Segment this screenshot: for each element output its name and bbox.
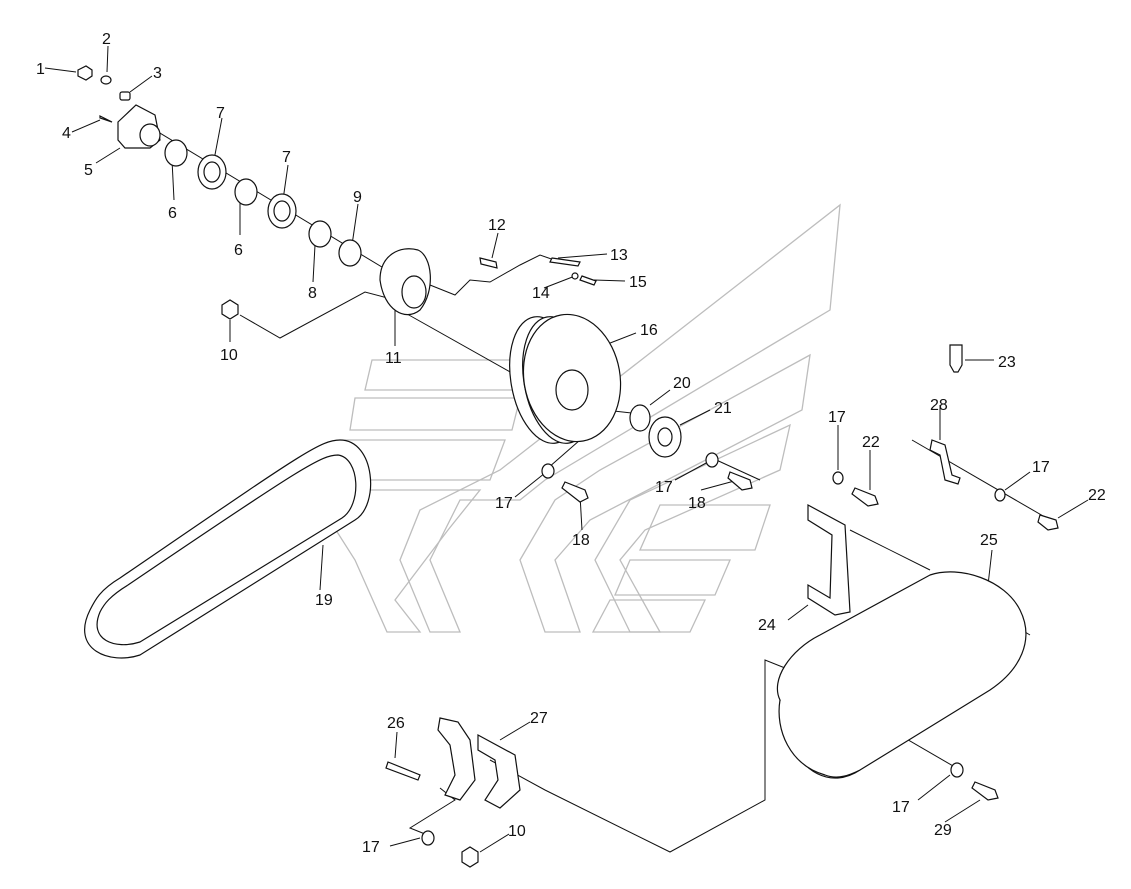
callout-19: 19 xyxy=(315,592,333,609)
callout-22: 22 xyxy=(1088,487,1106,504)
bracket-24 xyxy=(807,503,851,616)
ring-9 xyxy=(338,239,362,267)
washer-17e xyxy=(950,762,964,778)
washer-17d xyxy=(994,488,1006,502)
washer-2 xyxy=(100,75,112,85)
callout-8: 8 xyxy=(308,285,317,302)
callout-5: 5 xyxy=(84,162,93,179)
callout-14: 14 xyxy=(532,285,550,302)
callout-17: 17 xyxy=(495,495,513,512)
bolt-26 xyxy=(385,761,421,781)
ring-8 xyxy=(308,220,332,248)
pulley-16 xyxy=(509,313,622,444)
callout-27: 27 xyxy=(530,710,548,727)
washer-17c xyxy=(832,471,844,485)
callout-17: 17 xyxy=(828,409,846,426)
callout-6: 6 xyxy=(168,205,177,222)
ring-20 xyxy=(629,404,651,432)
belt-cover-25 xyxy=(776,571,1027,779)
grease-fitting-23 xyxy=(949,344,963,373)
bolt-18b xyxy=(727,471,753,491)
callout-11: 11 xyxy=(385,350,402,367)
washer-17f xyxy=(421,830,435,846)
callout-2: 2 xyxy=(102,31,111,48)
key-13 xyxy=(549,257,581,267)
bracket-27 xyxy=(437,717,476,801)
callout-17: 17 xyxy=(1032,459,1050,476)
bracket-28 xyxy=(929,439,961,485)
cover-assembly-parts xyxy=(385,344,1059,868)
callout-16: 16 xyxy=(640,322,658,339)
callout-25: 25 xyxy=(980,532,998,549)
callout-20: 20 xyxy=(673,375,691,392)
callout-3: 3 xyxy=(153,65,162,82)
callout-18: 18 xyxy=(688,495,706,512)
housing-bore xyxy=(139,123,161,147)
shaft-assembly-parts xyxy=(77,65,753,503)
callout-10: 10 xyxy=(220,347,238,364)
callout-28: 28 xyxy=(930,397,948,414)
callout-18: 18 xyxy=(572,532,590,549)
bolt-18a xyxy=(561,481,589,503)
callout-24: 24 xyxy=(758,617,776,634)
callout-7: 7 xyxy=(216,105,225,122)
callout-13: 13 xyxy=(610,247,628,264)
washer-17b xyxy=(705,452,719,468)
callout-9: 9 xyxy=(353,189,362,206)
ring-6a xyxy=(164,139,188,167)
bolt-22a xyxy=(851,487,879,507)
callout-29: 29 xyxy=(934,822,952,839)
washer-14 xyxy=(571,272,579,280)
callout-4: 4 xyxy=(62,125,71,142)
callout-22: 22 xyxy=(862,434,880,451)
watermark-logo xyxy=(319,203,841,633)
callout-17: 17 xyxy=(655,479,673,496)
bolt-12 xyxy=(479,257,498,269)
ring-6b xyxy=(234,178,258,206)
callout-21: 21 xyxy=(714,400,732,417)
callout-15: 15 xyxy=(629,274,647,291)
callout-6: 6 xyxy=(234,242,243,259)
fan-21 xyxy=(648,416,682,458)
screw-15 xyxy=(579,275,597,286)
nut-1 xyxy=(77,65,93,81)
callout-12: 12 xyxy=(488,217,506,234)
callout-7: 7 xyxy=(282,149,291,166)
nut-10a xyxy=(221,299,239,320)
bolt-22b xyxy=(1037,514,1059,531)
callout-10: 10 xyxy=(508,823,526,840)
callout-17: 17 xyxy=(892,799,910,816)
nut-10b xyxy=(461,846,479,868)
pin-3 xyxy=(119,91,131,101)
callout-17: 17 xyxy=(362,839,380,856)
callout-labels: 1 2 3 4 5 6 6 7 7 8 9 10 10 11 12 13 14 … xyxy=(36,31,1106,856)
v-belt-19 xyxy=(84,439,372,659)
washer-17a xyxy=(541,463,555,479)
callout-1: 1 xyxy=(36,61,45,78)
callout-26: 26 xyxy=(387,715,405,732)
bolt-29 xyxy=(971,781,999,801)
callout-23: 23 xyxy=(998,354,1016,371)
cotter-pin-4 xyxy=(99,115,113,123)
